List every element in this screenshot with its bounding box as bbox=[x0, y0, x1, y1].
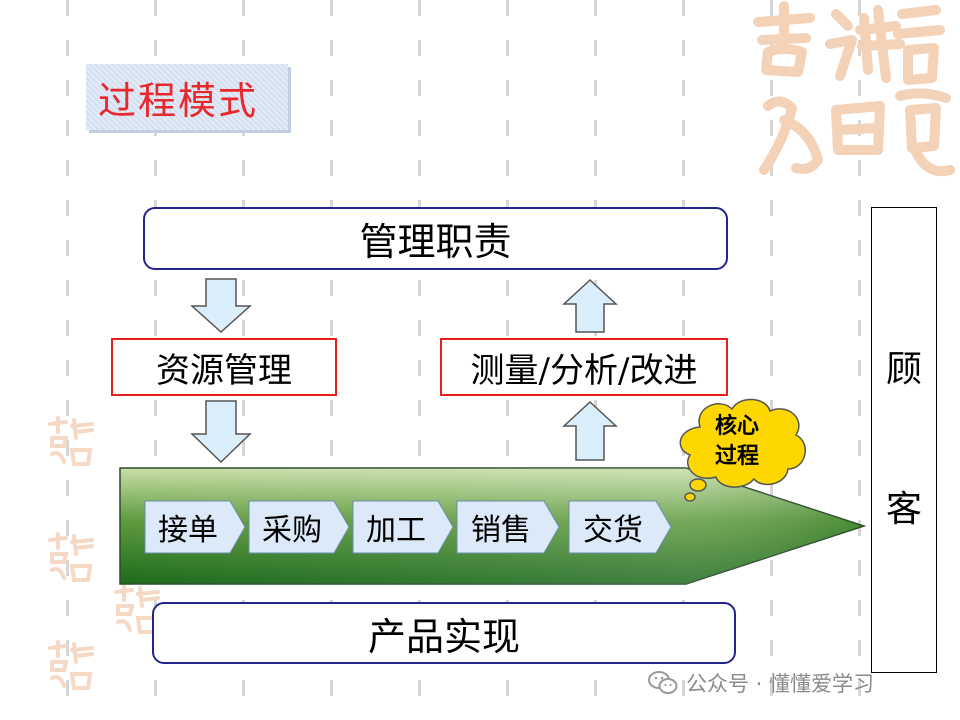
core-process-cloud-icon bbox=[679, 398, 806, 502]
background-stripe bbox=[66, 0, 69, 720]
measurement-analysis-improvement-label: 测量/分析/改进 bbox=[470, 350, 698, 391]
background-stripe bbox=[858, 0, 861, 720]
step-sales: 销售 bbox=[456, 500, 560, 554]
background-stripe bbox=[418, 0, 421, 720]
watermark-seal-small bbox=[48, 640, 94, 690]
background-stripe bbox=[770, 0, 773, 720]
watermark-seal-small bbox=[48, 532, 94, 582]
watermark-seal-small bbox=[48, 416, 94, 466]
wechat-icon bbox=[648, 671, 678, 694]
footer-watermark: 公众号 · 懂懂爱学习 bbox=[648, 668, 874, 698]
watermark-seal-large bbox=[753, 1, 955, 177]
slide-title: 过程模式 bbox=[98, 78, 259, 123]
customer-char: 顾 bbox=[885, 349, 922, 390]
watermark-seal-small bbox=[114, 584, 160, 634]
step-processing: 加工 bbox=[352, 500, 454, 554]
product-realization-label: 产品实现 bbox=[367, 614, 520, 659]
arrow-down-icon bbox=[190, 278, 252, 334]
measurement-analysis-improvement-box: 测量/分析/改进 bbox=[440, 338, 728, 396]
resource-management-label: 资源管理 bbox=[156, 350, 292, 391]
slide-title-box: 过程模式 bbox=[86, 64, 288, 130]
step-delivery: 交货 bbox=[568, 500, 672, 554]
arrow-down-icon bbox=[190, 400, 252, 464]
resource-management-box: 资源管理 bbox=[111, 338, 337, 396]
management-responsibility-label: 管理职责 bbox=[359, 220, 512, 264]
management-responsibility-box: 管理职责 bbox=[143, 207, 728, 270]
arrow-up-icon bbox=[562, 400, 618, 461]
core-process-label: 核心 过程 bbox=[714, 414, 759, 469]
footer-text: 公众号 · 懂懂爱学习 bbox=[686, 672, 875, 696]
customer-char: 客 bbox=[885, 489, 922, 530]
customer-box: 顾 客 bbox=[871, 207, 937, 673]
product-realization-box: 产品实现 bbox=[152, 602, 736, 664]
step-purchasing: 采购 bbox=[248, 500, 350, 554]
step-order-intake: 接单 bbox=[144, 500, 246, 554]
arrow-up-icon bbox=[562, 278, 618, 333]
